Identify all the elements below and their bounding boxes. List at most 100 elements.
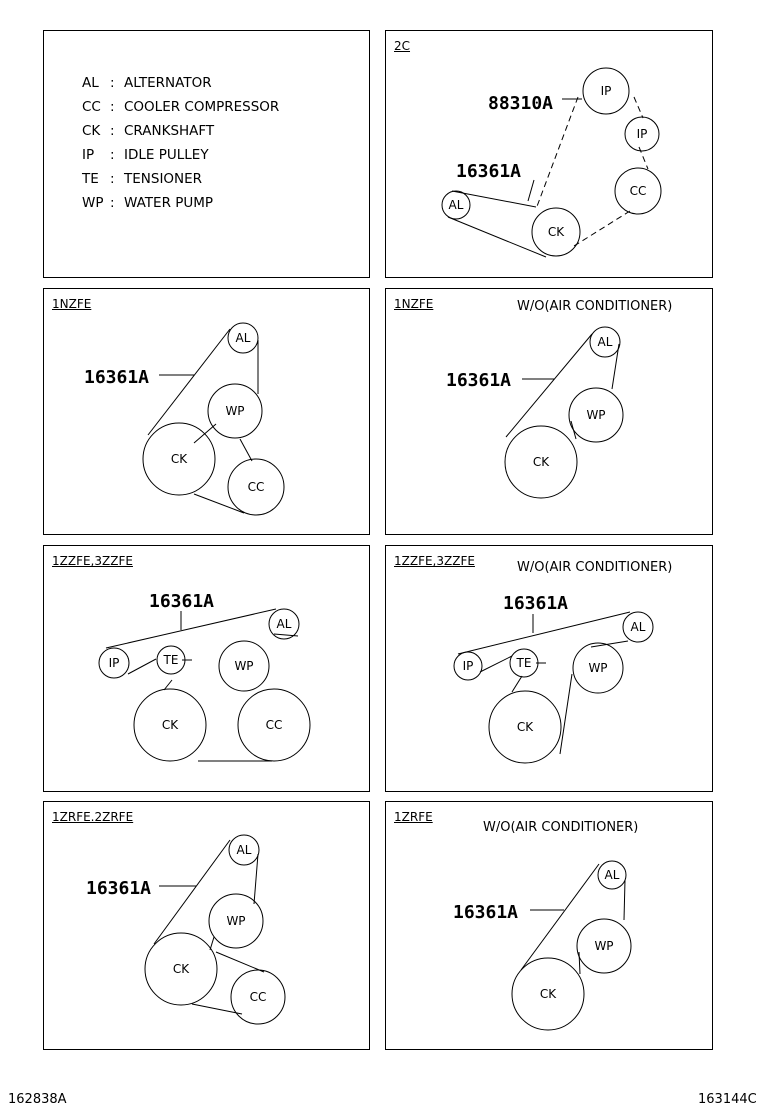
pulley-ip (624, 116, 660, 152)
pulley-ip (98, 647, 130, 679)
pulley-label: CC (248, 480, 265, 494)
pulley-wp (572, 642, 624, 694)
pulley-label: CK (540, 987, 557, 1001)
pulley-label: AL (237, 843, 252, 857)
legend-row-wp: WP : WATER PUMP (82, 191, 279, 215)
belt-span (253, 853, 259, 905)
pulley-label: WP (225, 404, 244, 418)
panel-1zzfe-3zzfe: 1ZZFE,3ZZFE 16361A IP TE AL WP CK CC (43, 545, 370, 792)
pulley-label: WP (586, 408, 605, 422)
pulley-al (228, 834, 260, 866)
belt-span (520, 863, 600, 971)
belt-diagram-1nzfe: 16361A AL WP CK CC (84, 322, 285, 516)
pulley-wp (218, 640, 270, 692)
pulley-label: CK (533, 455, 550, 469)
pulley-ip (453, 651, 483, 681)
engine-tag: 1ZRFE.2ZRFE (52, 810, 134, 824)
leader-16361a (527, 179, 535, 202)
legend-row-ck: CK : CRANKSHAFT (82, 119, 279, 143)
pulley-label: CK (548, 225, 565, 239)
panel-1zrfe-no-ac: 1ZRFE W/O(AIR CONDITIONER) 16361A AL WP … (385, 801, 713, 1050)
pulley-cc (230, 969, 286, 1025)
pulley-label: WP (226, 914, 245, 928)
engine-tag: 1NZFE (394, 297, 434, 311)
pulley-al (589, 326, 621, 358)
part-number-16361a: 16361A (453, 902, 518, 923)
legend-code: TE (82, 171, 99, 187)
belt-span (105, 608, 277, 649)
variant-subtitle: W/O(AIR CONDITIONER) (517, 560, 673, 575)
belt-diagram-1nzfe-no-ac: 16361A AL WP CK (446, 326, 624, 499)
belt-diagram-1zrfe-no-ac: 16361A AL WP CK (453, 860, 632, 1031)
pulley-label: AL (449, 198, 464, 212)
part-number-16361a: 16361A (456, 161, 521, 182)
pulley-wp (207, 383, 263, 439)
pulley-label: IP (637, 127, 648, 141)
panel-1nzfe: 1NZFE 16361A AL WP CK CC (43, 288, 370, 535)
part-number-16361a: 16361A (503, 593, 568, 614)
pulley-ck (142, 422, 216, 496)
belt-span (505, 333, 593, 438)
belt-88310a-span (573, 210, 631, 247)
engine-tag: 2C (394, 39, 411, 53)
pulley-label: TE (516, 656, 532, 670)
belt-span (191, 1003, 243, 1015)
pulley-label: AL (598, 335, 613, 349)
pulley-label: WP (234, 659, 253, 673)
engine-tag: 1NZFE (52, 297, 92, 311)
legend-separator: : (110, 123, 115, 139)
pulley-al (622, 611, 654, 643)
legend-name: CRANKSHAFT (124, 123, 215, 139)
legend-row-ip: IP : IDLE PULLEY (82, 143, 279, 167)
pulley-label: WP (588, 661, 607, 675)
legend-name: WATER PUMP (124, 195, 214, 211)
pulley-cc (237, 688, 311, 762)
belt-diagram-1zzfe-no-ac: 16361A IP TE AL WP CK (453, 593, 654, 764)
part-number-88310a: 88310A (488, 93, 553, 114)
pulley-label: CK (517, 720, 534, 734)
pulley-label: AL (277, 617, 292, 631)
pulley-label: CC (630, 184, 647, 198)
belt-span (193, 493, 245, 514)
pulley-label: AL (605, 868, 620, 882)
footer-code-left: 162838A (8, 1092, 67, 1107)
belt-88310a-span (633, 96, 644, 119)
legend-separator: : (110, 147, 115, 163)
belt-16361a-span (447, 216, 547, 258)
legend-row-cc: CC : COOLER COMPRESSOR (82, 95, 279, 119)
panel-1nzfe-no-ac: 1NZFE W/O(AIR CONDITIONER) 16361A AL WP … (385, 288, 713, 535)
belt-span (239, 438, 253, 462)
pulley-label: AL (631, 620, 646, 634)
pulley-wp (568, 387, 624, 443)
part-number-16361a: 16361A (84, 367, 149, 388)
belt-span (590, 640, 629, 648)
variant-subtitle: W/O(AIR CONDITIONER) (483, 820, 639, 835)
pulley-cc (227, 458, 285, 516)
legend-row-al: AL : ALTERNATOR (82, 71, 279, 95)
panel-1zrfe-2zrfe: 1ZRFE.2ZRFE 16361A AL WP CK CC (43, 801, 370, 1050)
pulley-label: CC (250, 990, 267, 1004)
pulley-te (509, 648, 539, 678)
legend-name: IDLE PULLEY (124, 147, 209, 163)
belt-span (215, 951, 265, 973)
pulley-label: CK (162, 718, 179, 732)
belt-span (153, 839, 231, 945)
pulley-ck (488, 690, 562, 764)
panel-1zzfe-3zzfe-no-ac: 1ZZFE,3ZZFE W/O(AIR CONDITIONER) 16361A … (385, 545, 713, 792)
pulley-wp (208, 893, 264, 949)
footer-code-right: 163144C (698, 1092, 757, 1107)
belt-span (611, 343, 620, 390)
part-number-16361a: 16361A (446, 370, 511, 391)
legend-code: AL (82, 75, 99, 91)
pulley-al (268, 608, 300, 640)
legend-separator: : (110, 171, 115, 187)
pulley-al (597, 860, 627, 890)
belt-span (479, 655, 513, 673)
belt-span (127, 658, 157, 675)
legend-name: COOLER COMPRESSOR (124, 99, 280, 115)
pulley-wp (576, 918, 632, 974)
pulley-label: IP (463, 659, 474, 673)
legend-code: CC (82, 99, 101, 115)
belt-diagram-2c: 88310A 16361A IP IP CC AL CK (441, 67, 662, 258)
pulley-ck (504, 425, 578, 499)
